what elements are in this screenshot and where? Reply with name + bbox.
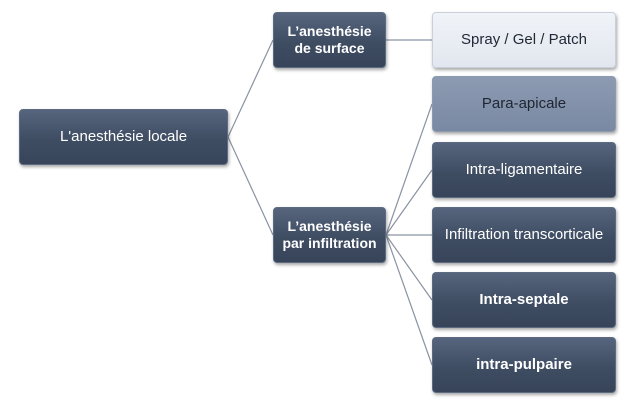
leaf-intra-septale: Intra-septale <box>432 272 616 328</box>
leaf-spray-gel-patch: Spray / Gel / Patch <box>432 12 616 68</box>
root-node: L'anesthésie locale <box>19 109 228 165</box>
leaf-label: Intra-septale <box>479 290 569 308</box>
infiltration-label: L’anesthésie par infiltration <box>282 217 377 252</box>
connector-root-surface <box>227 39 274 138</box>
connector-infiltration-intra-pulpaire <box>385 234 433 366</box>
surface-node: L’anesthésie de surface <box>273 12 386 68</box>
connector-infiltration-para-apicale <box>385 103 433 236</box>
leaf-label: intra-pulpaire <box>476 355 572 373</box>
leaf-label: Para-apicale <box>481 94 567 112</box>
root-label: L'anesthésie locale <box>59 127 188 145</box>
infiltration-node: L’anesthésie par infiltration <box>273 207 386 263</box>
leaf-intra-pulpaire: intra-pulpaire <box>432 337 616 393</box>
leaf-intra-ligamentaire: Intra-ligamentaire <box>432 142 616 198</box>
leaf-label: Intra-ligamentaire <box>465 160 583 178</box>
leaf-label: Infiltration transcorticale <box>444 225 604 243</box>
surface-label: L’anesthésie de surface <box>287 22 372 57</box>
leaf-infiltration-transcorticale: Infiltration transcorticale <box>432 207 616 263</box>
connector-infiltration-intra-ligamentaire <box>385 169 433 236</box>
connector-infiltration-intra-septale <box>385 234 433 301</box>
leaf-label: Spray / Gel / Patch <box>461 30 587 48</box>
leaf-para-apicale: Para-apicale <box>432 76 616 132</box>
connector-root-infiltration <box>227 136 274 236</box>
